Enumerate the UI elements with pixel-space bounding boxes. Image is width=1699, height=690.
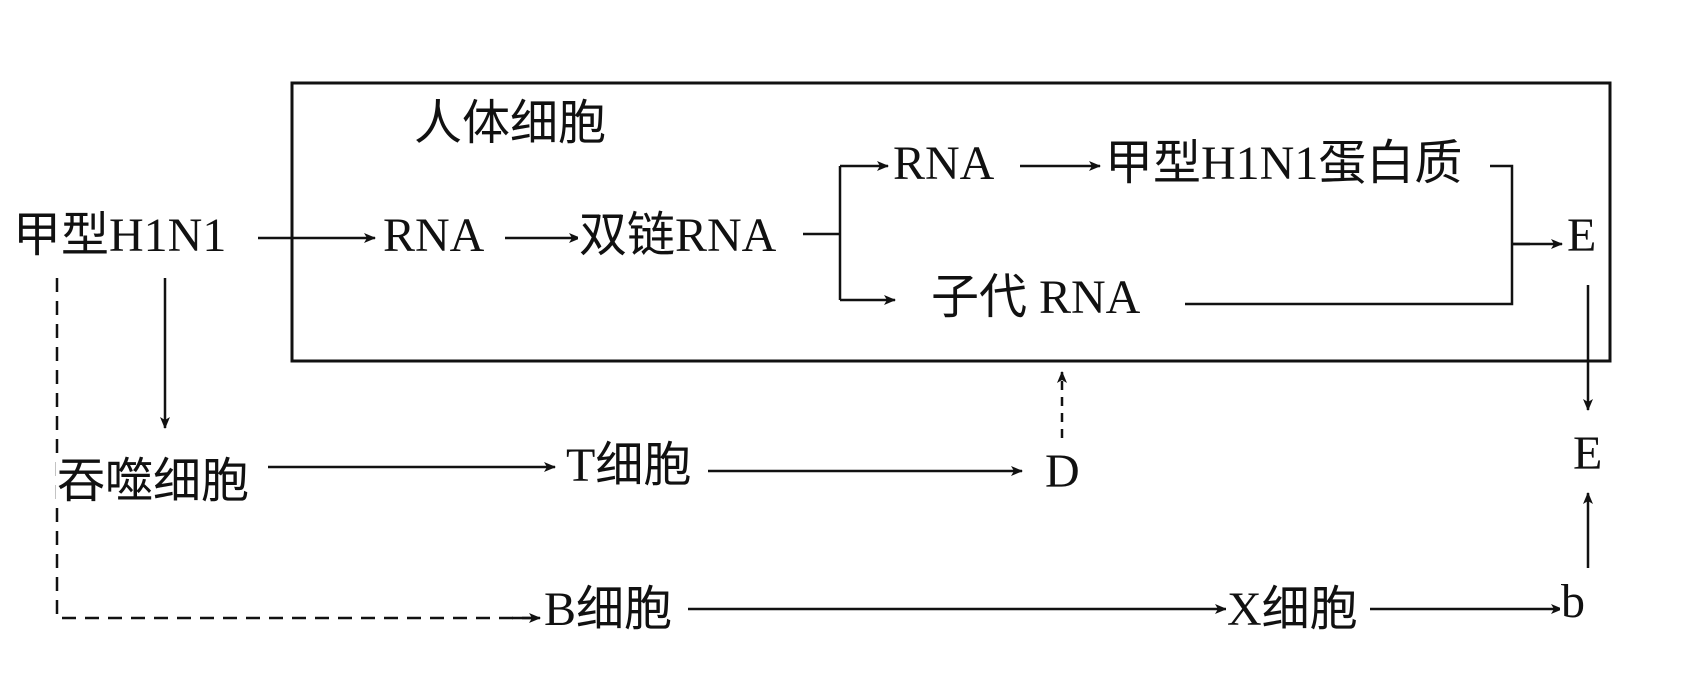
- label-double-strand-rna: 双链RNA: [578, 209, 778, 262]
- label-d: D: [1044, 445, 1081, 498]
- label-rna-2: RNA: [892, 137, 996, 190]
- label-phagocyte: 吞噬细胞: [56, 455, 251, 508]
- label-h1n1-protein: 甲型H1N1蛋白质: [1104, 137, 1464, 190]
- label-e-top: E: [1566, 209, 1598, 262]
- label-human-cell: 人体细胞: [414, 97, 607, 150]
- label-b-cell: B细胞: [543, 583, 674, 636]
- branch-dsrna: [803, 166, 842, 300]
- path-virus-to-bcell: [55, 278, 535, 620]
- label-t-cell: T细胞: [565, 439, 693, 492]
- label-virus-h1n1: 甲型H1N1: [12, 209, 228, 262]
- label-b-lower: b: [1560, 575, 1586, 628]
- label-e-bottom: E: [1572, 427, 1604, 480]
- label-rna-1: RNA: [382, 209, 486, 262]
- label-progeny-rna: 子代 RNA: [930, 271, 1142, 324]
- human-cell-boundary: [290, 81, 1612, 363]
- label-x-cell: X细胞: [1226, 583, 1359, 636]
